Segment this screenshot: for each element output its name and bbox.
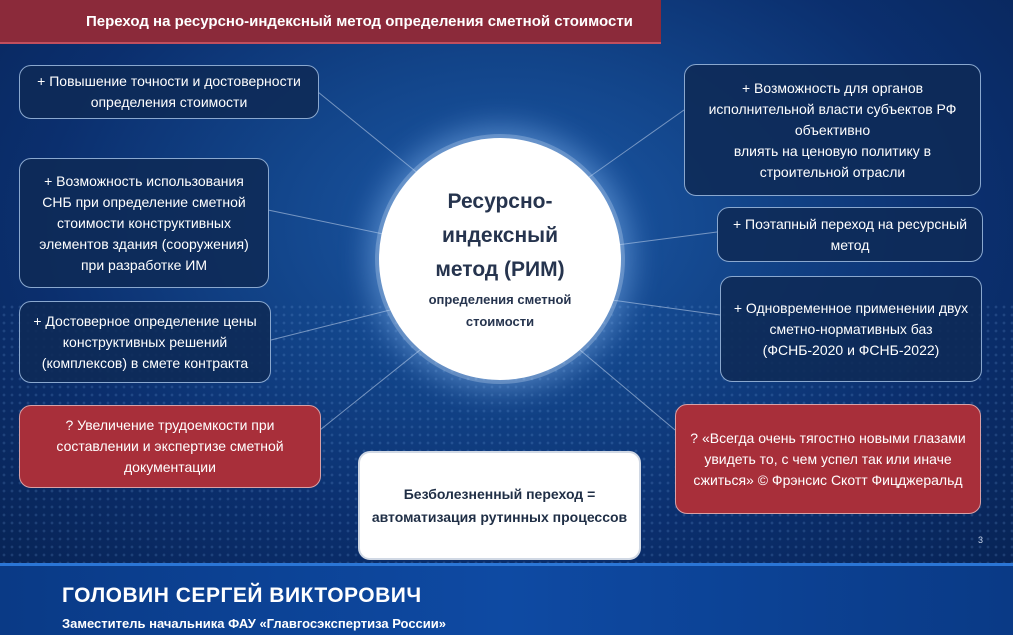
speaker-footer: ГОЛОВИН СЕРГЕЙ ВИКТОРОВИЧ Заместитель на… bbox=[0, 563, 1013, 635]
center-circle: Ресурсно- индексный метод (РИМ) определе… bbox=[379, 138, 621, 380]
connector-line bbox=[616, 231, 718, 246]
speaker-name: ГОЛОВИН СЕРГЕЙ ВИКТОРОВИЧ bbox=[62, 584, 422, 607]
risk-box-labor: ? Увеличение трудоемкости при составлени… bbox=[19, 405, 321, 488]
advantage-box-accuracy: + Повышение точности и достоверности опр… bbox=[19, 65, 319, 119]
slide-title: Переход на ресурсно-индексный метод опре… bbox=[0, 0, 661, 44]
quote-box: ? «Всегда очень тягостно новыми глазами … bbox=[675, 404, 981, 514]
connector-line bbox=[319, 349, 421, 431]
advantage-box-authorities: + Возможность для органов исполнительной… bbox=[684, 64, 981, 196]
connector-line bbox=[317, 91, 421, 176]
connector-line bbox=[579, 349, 676, 431]
center-title: Ресурсно- индексный метод (РИМ) bbox=[435, 190, 565, 281]
advantage-box-two-bases: + Одновременное применении двух сметно-н… bbox=[720, 276, 982, 382]
center-subtitle: определения сметной стоимости bbox=[428, 292, 572, 329]
advantage-box-snb: + Возможность использования СНБ при опре… bbox=[19, 158, 269, 288]
conclusion-box: Безболезненный переход = автоматизация р… bbox=[358, 451, 641, 560]
connector-line bbox=[611, 299, 721, 316]
advantage-box-price: + Достоверное определение цены конструкт… bbox=[19, 301, 271, 383]
connector-line bbox=[270, 309, 391, 341]
page-number: 3 bbox=[978, 535, 984, 545]
connector-lines bbox=[267, 91, 721, 431]
speaker-role: Заместитель начальника ФАУ «Главгосэкспе… bbox=[62, 616, 446, 631]
slide: Переход на ресурсно-индексный метод опре… bbox=[0, 0, 1013, 563]
connector-line bbox=[584, 109, 685, 181]
advantage-box-gradual: + Поэтапный переход на ресурсный метод bbox=[717, 207, 983, 262]
connector-line bbox=[267, 209, 389, 236]
